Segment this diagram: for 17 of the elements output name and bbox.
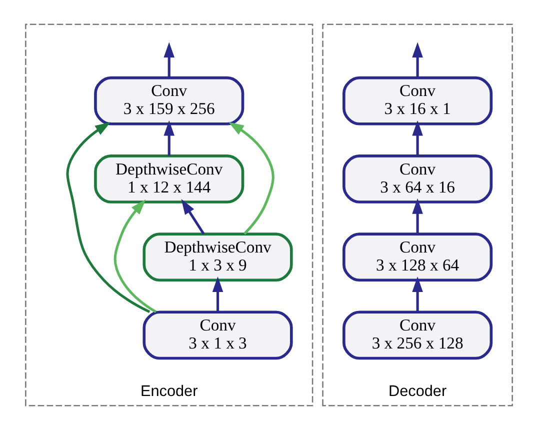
arrow <box>163 120 174 156</box>
node-box: Conv 3 x 128 x 64 <box>342 232 492 282</box>
arrow <box>113 198 156 312</box>
arrow <box>212 276 223 312</box>
node-box: Conv 3 x 256 x 128 <box>342 310 492 360</box>
arrow <box>412 120 422 156</box>
node-box: DepthwiseConv 1 x 12 x 144 <box>94 154 244 203</box>
node-box: Conv 3 x 159 x 256 <box>94 76 244 125</box>
arrow <box>228 121 274 234</box>
arrow <box>412 276 422 312</box>
arrow <box>66 122 150 313</box>
node-box: Conv 3 x 64 x 16 <box>342 154 492 203</box>
arrow <box>412 198 422 234</box>
node-box: Conv 3 x 16 x 1 <box>342 76 492 125</box>
arrow <box>180 198 204 234</box>
node-box: Conv 3 x 1 x 3 <box>142 310 292 360</box>
node-box: DepthwiseConv 1 x 3 x 9 <box>142 232 292 282</box>
